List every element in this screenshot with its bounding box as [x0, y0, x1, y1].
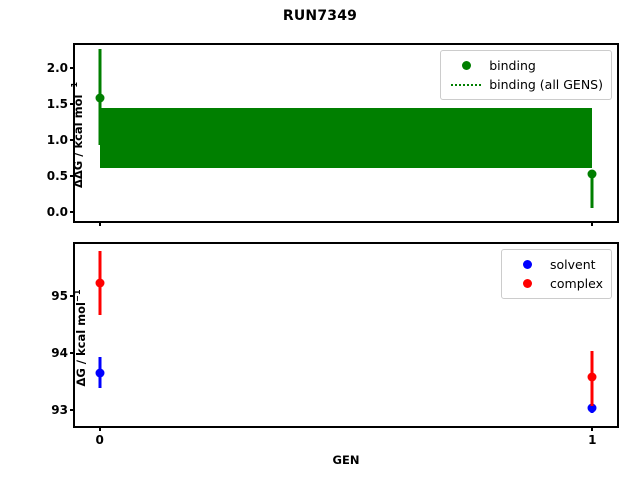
- y-tick-mark: [70, 295, 75, 298]
- y-tick-mark: [70, 67, 75, 70]
- legend-marker-icon: [522, 260, 532, 269]
- legend-dotted-line-icon: [451, 83, 482, 86]
- legend-marker-icon: [522, 279, 532, 288]
- error-bar: [590, 174, 594, 208]
- y-tick-mark: [70, 139, 75, 142]
- top-panel-legend[interactable]: binding binding (all GENS): [440, 50, 612, 100]
- x-tick-mark: [98, 426, 101, 431]
- legend-key-marker: [447, 61, 485, 70]
- y-tick-label: 95: [51, 289, 68, 304]
- y-tick-mark: [70, 103, 75, 106]
- y-tick-label: 1.0: [46, 133, 68, 148]
- legend-key-line: [447, 83, 485, 86]
- figure-title: RUN7349: [282, 8, 358, 24]
- legend-item[interactable]: binding (all GENS): [447, 75, 603, 94]
- legend-marker-icon: [461, 61, 471, 70]
- legend-item[interactable]: binding: [447, 56, 603, 75]
- x-tick-label: 1: [588, 433, 597, 447]
- legend-item[interactable]: complex: [508, 274, 603, 293]
- x-tick-mark: [98, 221, 101, 226]
- legend-label: binding (all GENS): [489, 77, 603, 92]
- x-tick-mark: [591, 426, 594, 431]
- y-tick-mark: [70, 175, 75, 178]
- data-point-marker[interactable]: [95, 368, 105, 378]
- data-point-marker[interactable]: [587, 372, 597, 382]
- y-tick-label: 0.0: [46, 205, 68, 220]
- y-tick-mark: [70, 211, 75, 214]
- data-point-marker[interactable]: [95, 93, 105, 103]
- bottom-panel-plot-area: [75, 244, 617, 426]
- legend-item[interactable]: solvent: [508, 255, 603, 274]
- binding-all-gens-band: [99, 107, 593, 168]
- y-tick-label: 94: [51, 346, 68, 361]
- y-tick-label: 93: [51, 403, 68, 418]
- legend-key-marker: [508, 279, 546, 288]
- top-panel-plot-area: [75, 45, 617, 221]
- x-axis-label: GEN: [332, 453, 360, 467]
- legend-label: solvent: [550, 257, 596, 272]
- y-tick-mark: [70, 352, 75, 355]
- bottom-panel-legend[interactable]: solvent complex: [501, 249, 612, 299]
- data-point-marker[interactable]: [587, 403, 597, 413]
- legend-key-marker: [508, 260, 546, 269]
- y-tick-label: 1.5: [46, 97, 68, 112]
- y-tick-label: 2.0: [46, 61, 68, 76]
- y-tick-label: 0.5: [46, 169, 68, 184]
- x-tick-label: 0: [95, 433, 104, 447]
- data-point-marker[interactable]: [95, 278, 105, 288]
- legend-label: binding: [489, 58, 536, 73]
- x-tick-mark: [591, 221, 594, 226]
- legend-label: complex: [550, 276, 603, 291]
- y-tick-mark: [70, 409, 75, 412]
- data-point-marker[interactable]: [587, 169, 597, 179]
